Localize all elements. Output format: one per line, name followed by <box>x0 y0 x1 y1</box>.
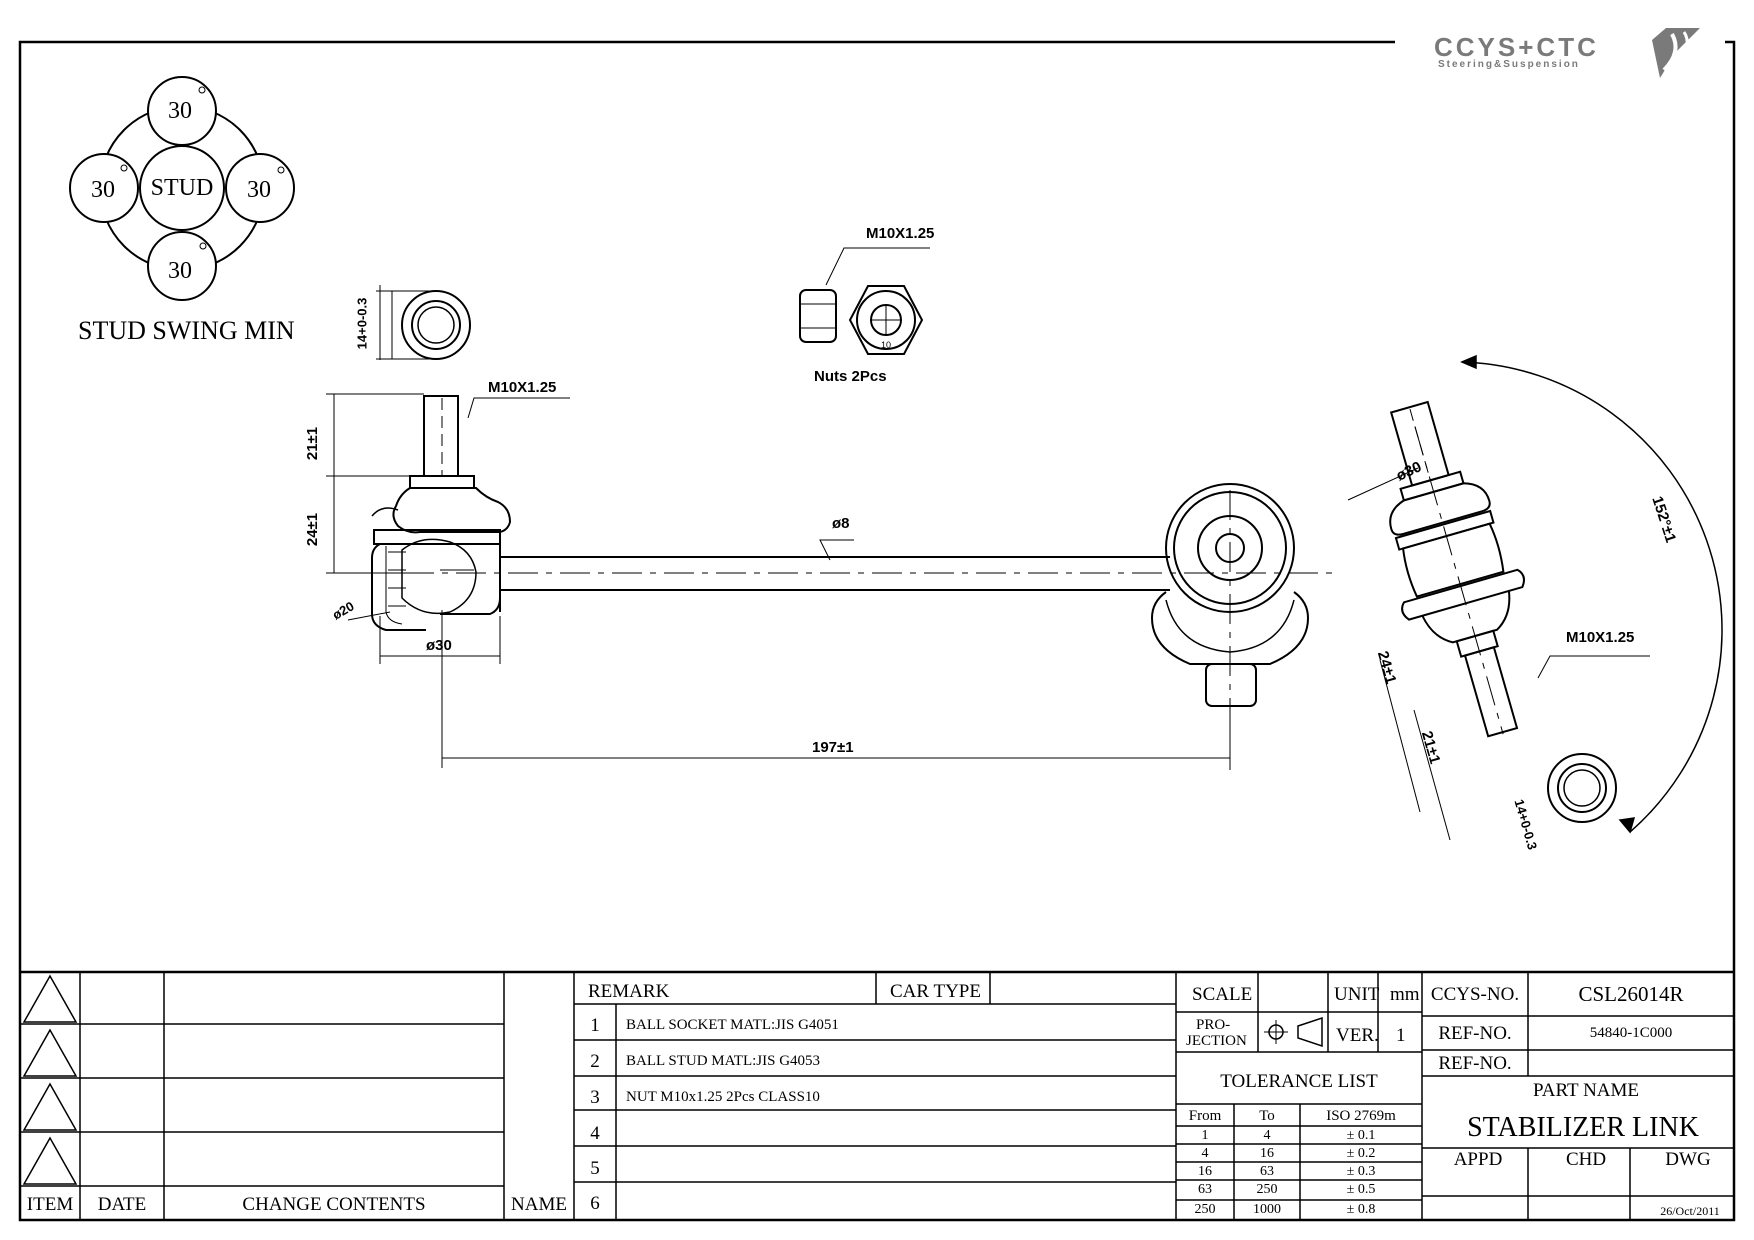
right-ball-joint <box>1150 483 1310 770</box>
nut-end-view <box>390 290 471 360</box>
stud-swing-diagram <box>69 76 295 301</box>
logo-mark <box>1652 28 1700 78</box>
swing-angle-arc <box>1460 354 1723 834</box>
drawing-border <box>18 40 1736 1222</box>
left-ball-joint <box>371 395 512 631</box>
nuts-drawing <box>799 247 930 355</box>
dimension-lines <box>326 285 1650 841</box>
stabilizer-rod <box>404 556 1338 591</box>
side-view <box>1389 400 1525 738</box>
title-block-grid <box>20 972 1734 1220</box>
side-view-hole <box>1547 753 1617 823</box>
